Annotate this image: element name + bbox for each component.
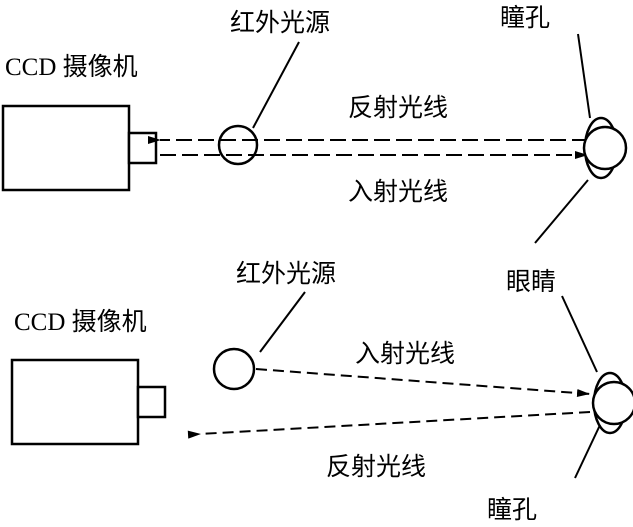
bottom-camera-label: CCD 摄像机 (14, 308, 147, 336)
bottom-incident-ray (255, 368, 591, 398)
top-diagram: CCD 摄像机 红外光源 反射光线 入射光线 瞳孔 (1, 3, 628, 206)
eye-leader-top (534, 179, 589, 244)
bottom-pupil-label: 瞳孔 (487, 495, 537, 522)
top-reflected-label: 反射光线 (348, 93, 448, 122)
bottom-source-label: 红外光源 (236, 259, 336, 288)
top-eye-pupil (582, 125, 628, 171)
bottom-ccd-camera (10, 358, 167, 446)
bottom-pupil-leader (574, 424, 601, 479)
bottom-reflected-label: 反射光线 (326, 452, 426, 481)
top-infrared-source (217, 124, 259, 166)
bottom-incident-label: 入射光线 (355, 339, 455, 368)
top-pupil-label: 瞳孔 (500, 3, 550, 32)
top-ccd-camera (1, 104, 158, 192)
bottom-reflected-ray (187, 411, 591, 439)
eye-leader-bottom (561, 295, 598, 373)
top-camera-lens (127, 131, 158, 165)
bottom-eye (591, 371, 633, 435)
top-eye (582, 116, 628, 180)
top-camera-label: CCD 摄像机 (5, 53, 138, 81)
top-pupil-leader (577, 33, 591, 119)
bottom-diagram: CCD 摄像机 红外光源 入射光线 反射光线 瞳孔 (10, 259, 633, 524)
top-camera-body (1, 104, 131, 192)
bottom-camera-lens (136, 385, 167, 419)
top-source-label: 红外光源 (230, 8, 330, 37)
top-source-leader (252, 41, 300, 129)
bottom-source-leader (259, 291, 306, 353)
bottom-eye-pupil (591, 380, 633, 426)
eye-label: 眼睛 (506, 267, 556, 296)
bottom-camera-body (10, 358, 140, 446)
top-incident-label: 入射光线 (348, 177, 448, 206)
bottom-infrared-source (212, 347, 256, 391)
